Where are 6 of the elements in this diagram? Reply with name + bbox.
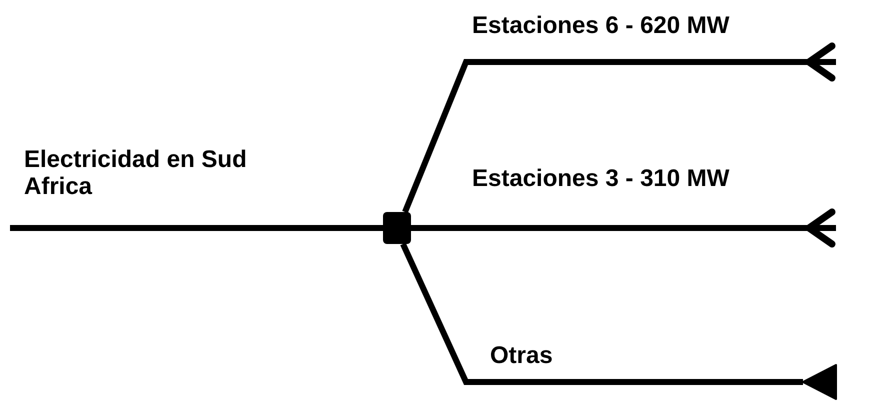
terminal-triangle [803,364,838,400]
branch-line [400,242,803,385]
branch-line [402,42,836,214]
branch-line [411,208,836,248]
decision-square [383,212,411,244]
branch-line [10,225,383,231]
